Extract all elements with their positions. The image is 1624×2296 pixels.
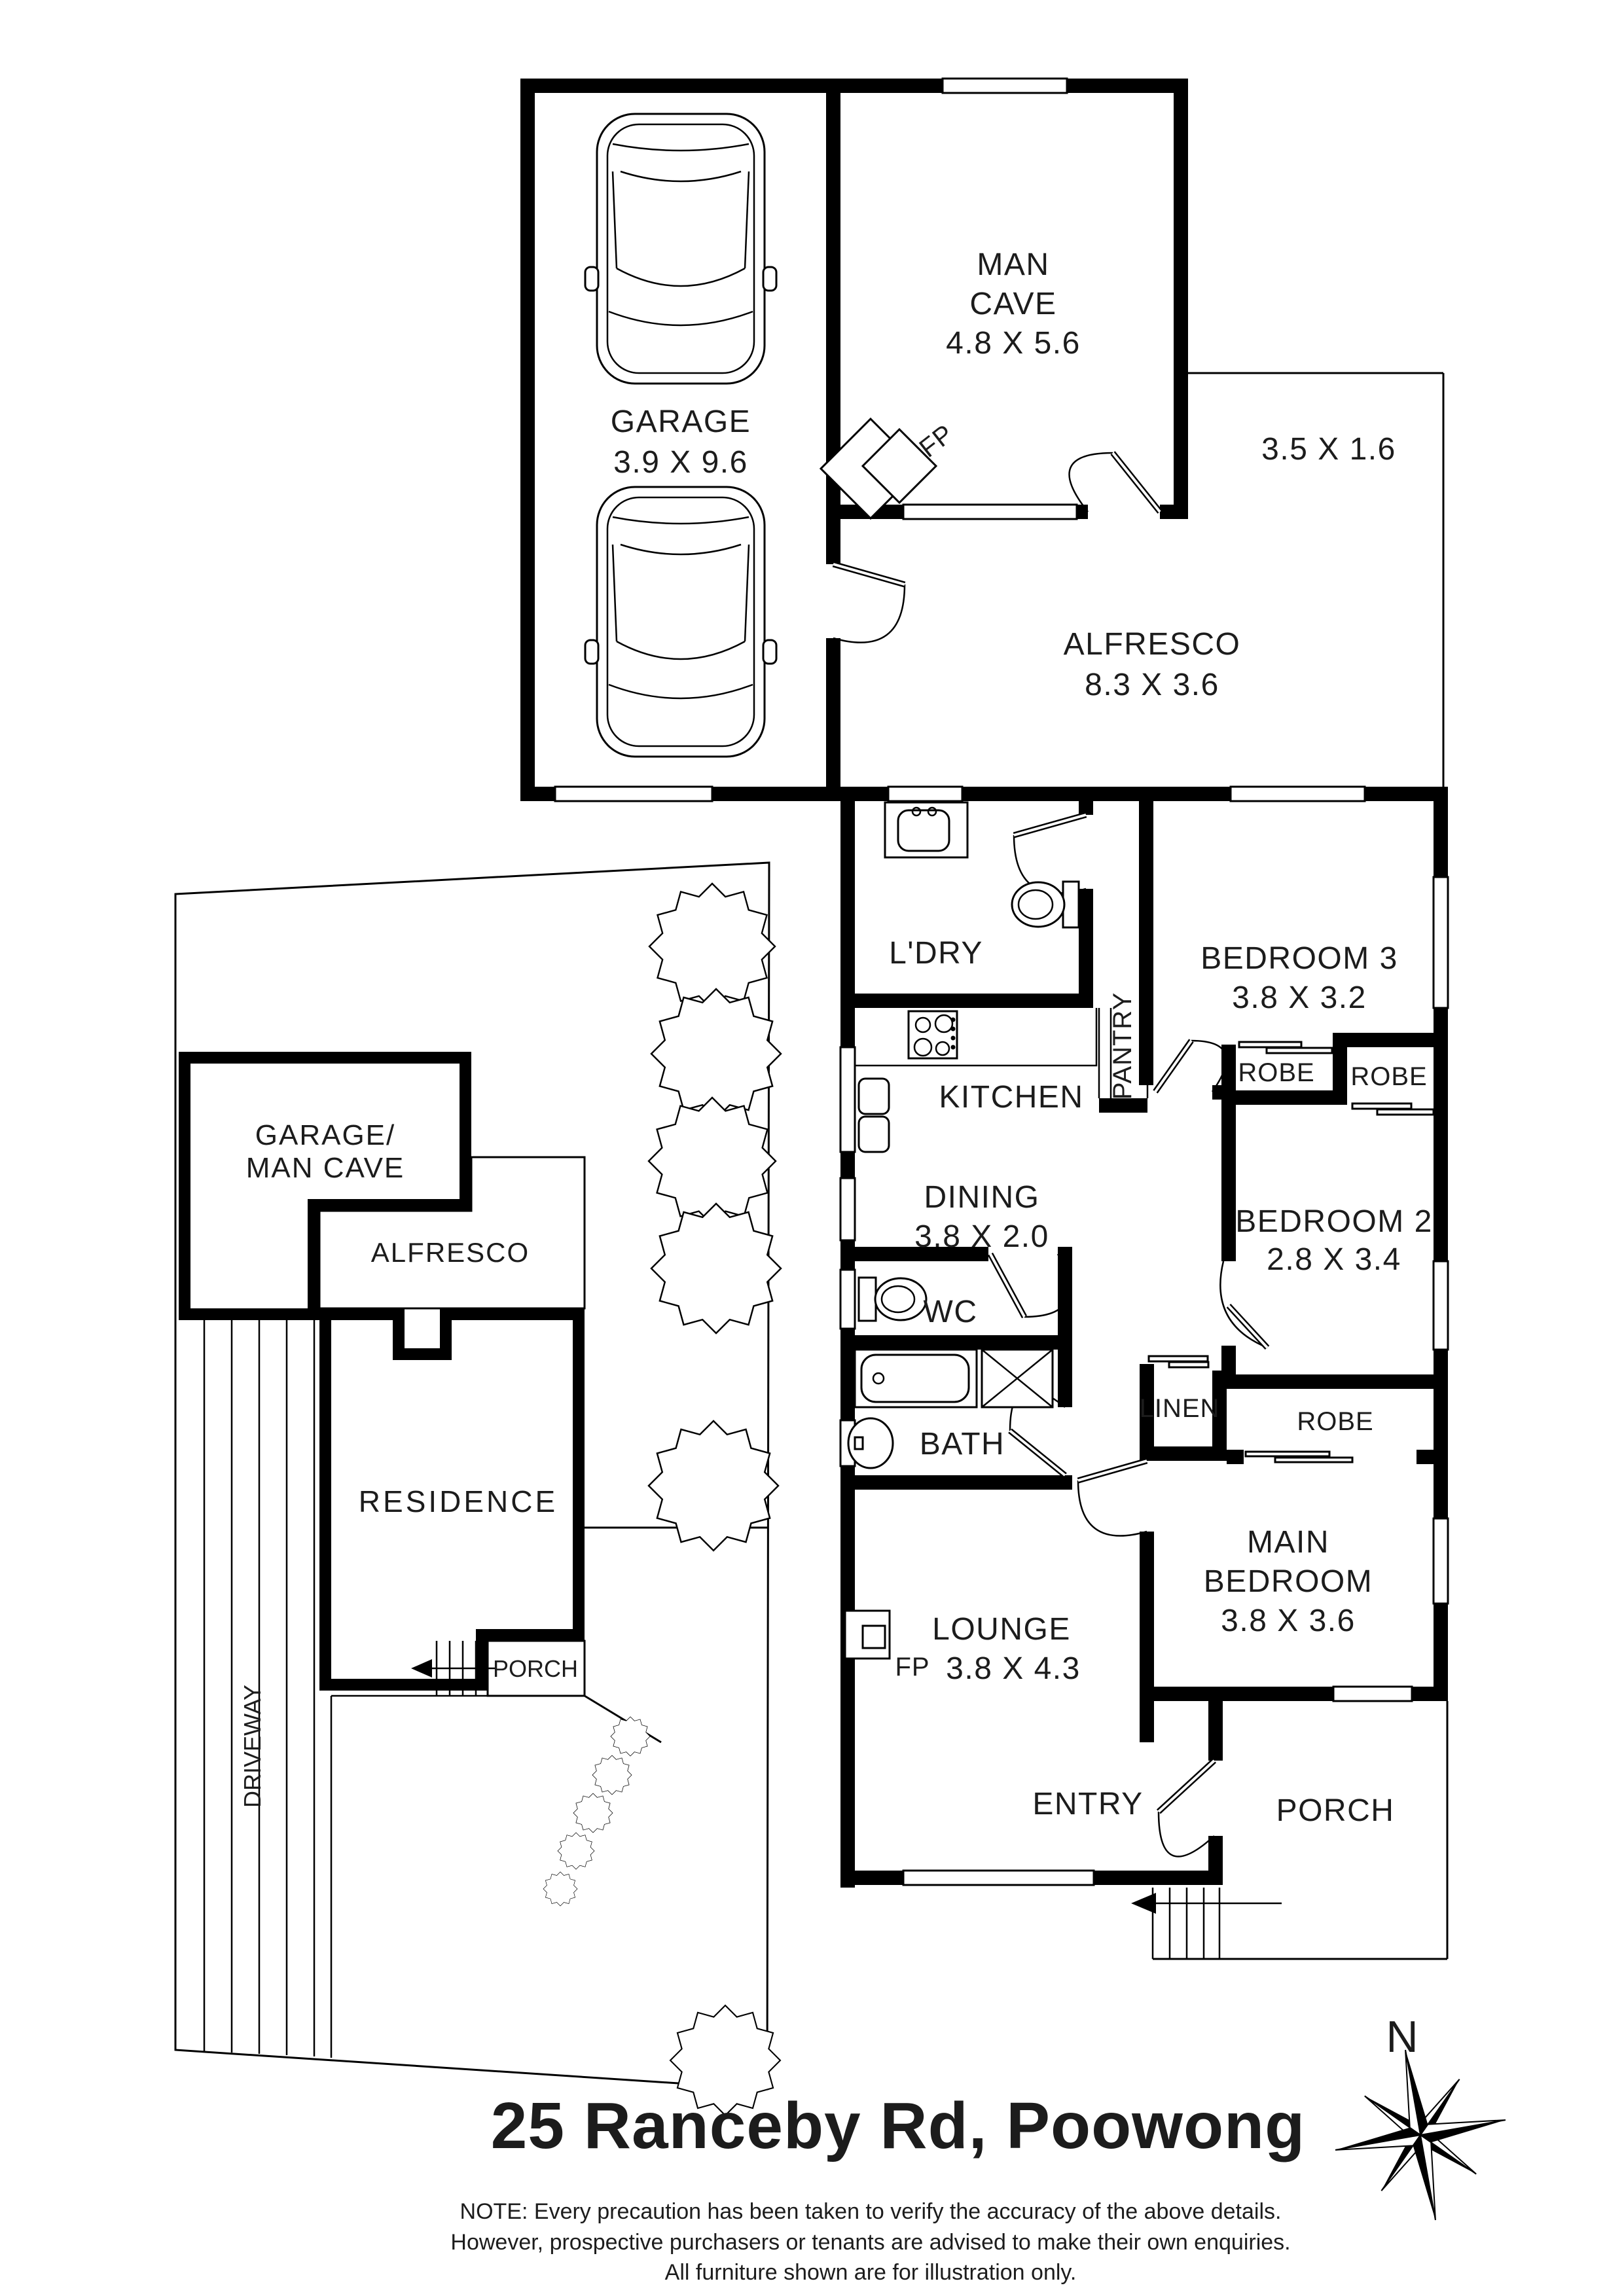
- robe-bed2-label: ROBE: [1350, 1062, 1427, 1091]
- site-driveway-label: DRIVEWAY: [239, 1685, 266, 1808]
- room-dims-alfresco: 8.3 X 3.6: [1085, 668, 1219, 702]
- room-dims-garage: 3.9 X 9.6: [613, 445, 748, 480]
- site-residence-label: RESIDENCE: [359, 1484, 558, 1518]
- linen-label: LINEN: [1140, 1394, 1220, 1423]
- site-garage-outline: [179, 1052, 471, 1320]
- compass-star-icon: [1335, 2049, 1506, 2221]
- disclaimer-line1: NOTE: Every precaution has been taken to…: [460, 2199, 1282, 2224]
- site-steps: [411, 1641, 496, 1696]
- room-dims-side-area: 3.5 X 1.6: [1261, 432, 1396, 467]
- room-dims-man-cave: 4.8 X 5.6: [946, 326, 1081, 361]
- room-label-entry: ENTRY: [1032, 1787, 1143, 1821]
- disclaimer-line3: All furniture shown are for illustration…: [665, 2260, 1077, 2285]
- floor-plan: GARAGE 3.9 X 9.6 MAN CAVE 4.8 X 5.6 3.5 …: [520, 77, 1449, 1960]
- disclaimer-line2: However, prospective purchasers or tenan…: [450, 2230, 1290, 2255]
- room-label-kitchen: KITCHEN: [939, 1080, 1083, 1115]
- room-label-man-cave-1: MAN: [977, 247, 1049, 282]
- site-alfresco-label: ALFRESCO: [371, 1237, 530, 1268]
- address-title: 25 Ranceby Rd, Poowong: [491, 2089, 1305, 2162]
- site-residence-outline: [319, 1308, 585, 1691]
- room-label-porch: PORCH: [1276, 1793, 1395, 1828]
- room-label-lounge: LOUNGE: [932, 1612, 1071, 1647]
- site-garage-label-line2: MAN CAVE: [246, 1152, 405, 1184]
- entry-arrow-icon: [1131, 1893, 1156, 1914]
- fp-lounge-label: FP: [895, 1653, 929, 1681]
- room-dims-dining: 3.8 X 2.0: [914, 1219, 1049, 1254]
- compass-north-label: N: [1386, 2012, 1418, 2062]
- room-dims-bedroom2: 2.8 X 3.4: [1267, 1242, 1401, 1277]
- room-label-pantry: PANTRY: [1108, 992, 1137, 1100]
- room-label-wc: WC: [924, 1295, 978, 1329]
- room-label-bath: BATH: [920, 1427, 1005, 1462]
- site-plan: GARAGE/ MAN CAVE ALFRESCO RESIDENCE PORC…: [174, 861, 782, 2117]
- room-label-main-bedroom-1: MAIN: [1247, 1525, 1329, 1560]
- room-dims-lounge: 3.8 X 4.3: [946, 1651, 1081, 1686]
- room-dims-main-bedroom: 3.8 X 3.6: [1221, 1604, 1356, 1638]
- robe-bed3-label: ROBE: [1238, 1058, 1314, 1087]
- fireplace-icon: [819, 417, 938, 520]
- room-label-bedroom3: BEDROOM 3: [1200, 941, 1398, 976]
- room-label-main-bedroom-2: BEDROOM: [1204, 1564, 1373, 1599]
- room-label-garage: GARAGE: [611, 404, 751, 439]
- robe-main-label: ROBE: [1297, 1407, 1373, 1436]
- site-driveway: [203, 1320, 585, 2058]
- walls: [520, 79, 1448, 1888]
- site-porch-label: PORCH: [493, 1655, 578, 1682]
- room-label-laundry: L'DRY: [889, 936, 983, 971]
- room-label-man-cave-2: CAVE: [969, 287, 1056, 321]
- room-label-bedroom2: BEDROOM 2: [1235, 1204, 1433, 1239]
- room-label-alfresco: ALFRESCO: [1064, 627, 1241, 662]
- room-dims-bedroom3: 3.8 X 3.2: [1232, 980, 1367, 1015]
- compass-rose: N: [1335, 2012, 1506, 2221]
- site-garage-label-line1: GARAGE/: [255, 1119, 396, 1151]
- sliding-doors: [1147, 1041, 1435, 1463]
- fixtures: [584, 113, 1282, 1959]
- room-labels: GARAGE 3.9 X 9.6 MAN CAVE 4.8 X 5.6 3.5 …: [611, 247, 1433, 1828]
- site-arrow-icon: [411, 1659, 432, 1677]
- room-label-dining: DINING: [924, 1180, 1040, 1215]
